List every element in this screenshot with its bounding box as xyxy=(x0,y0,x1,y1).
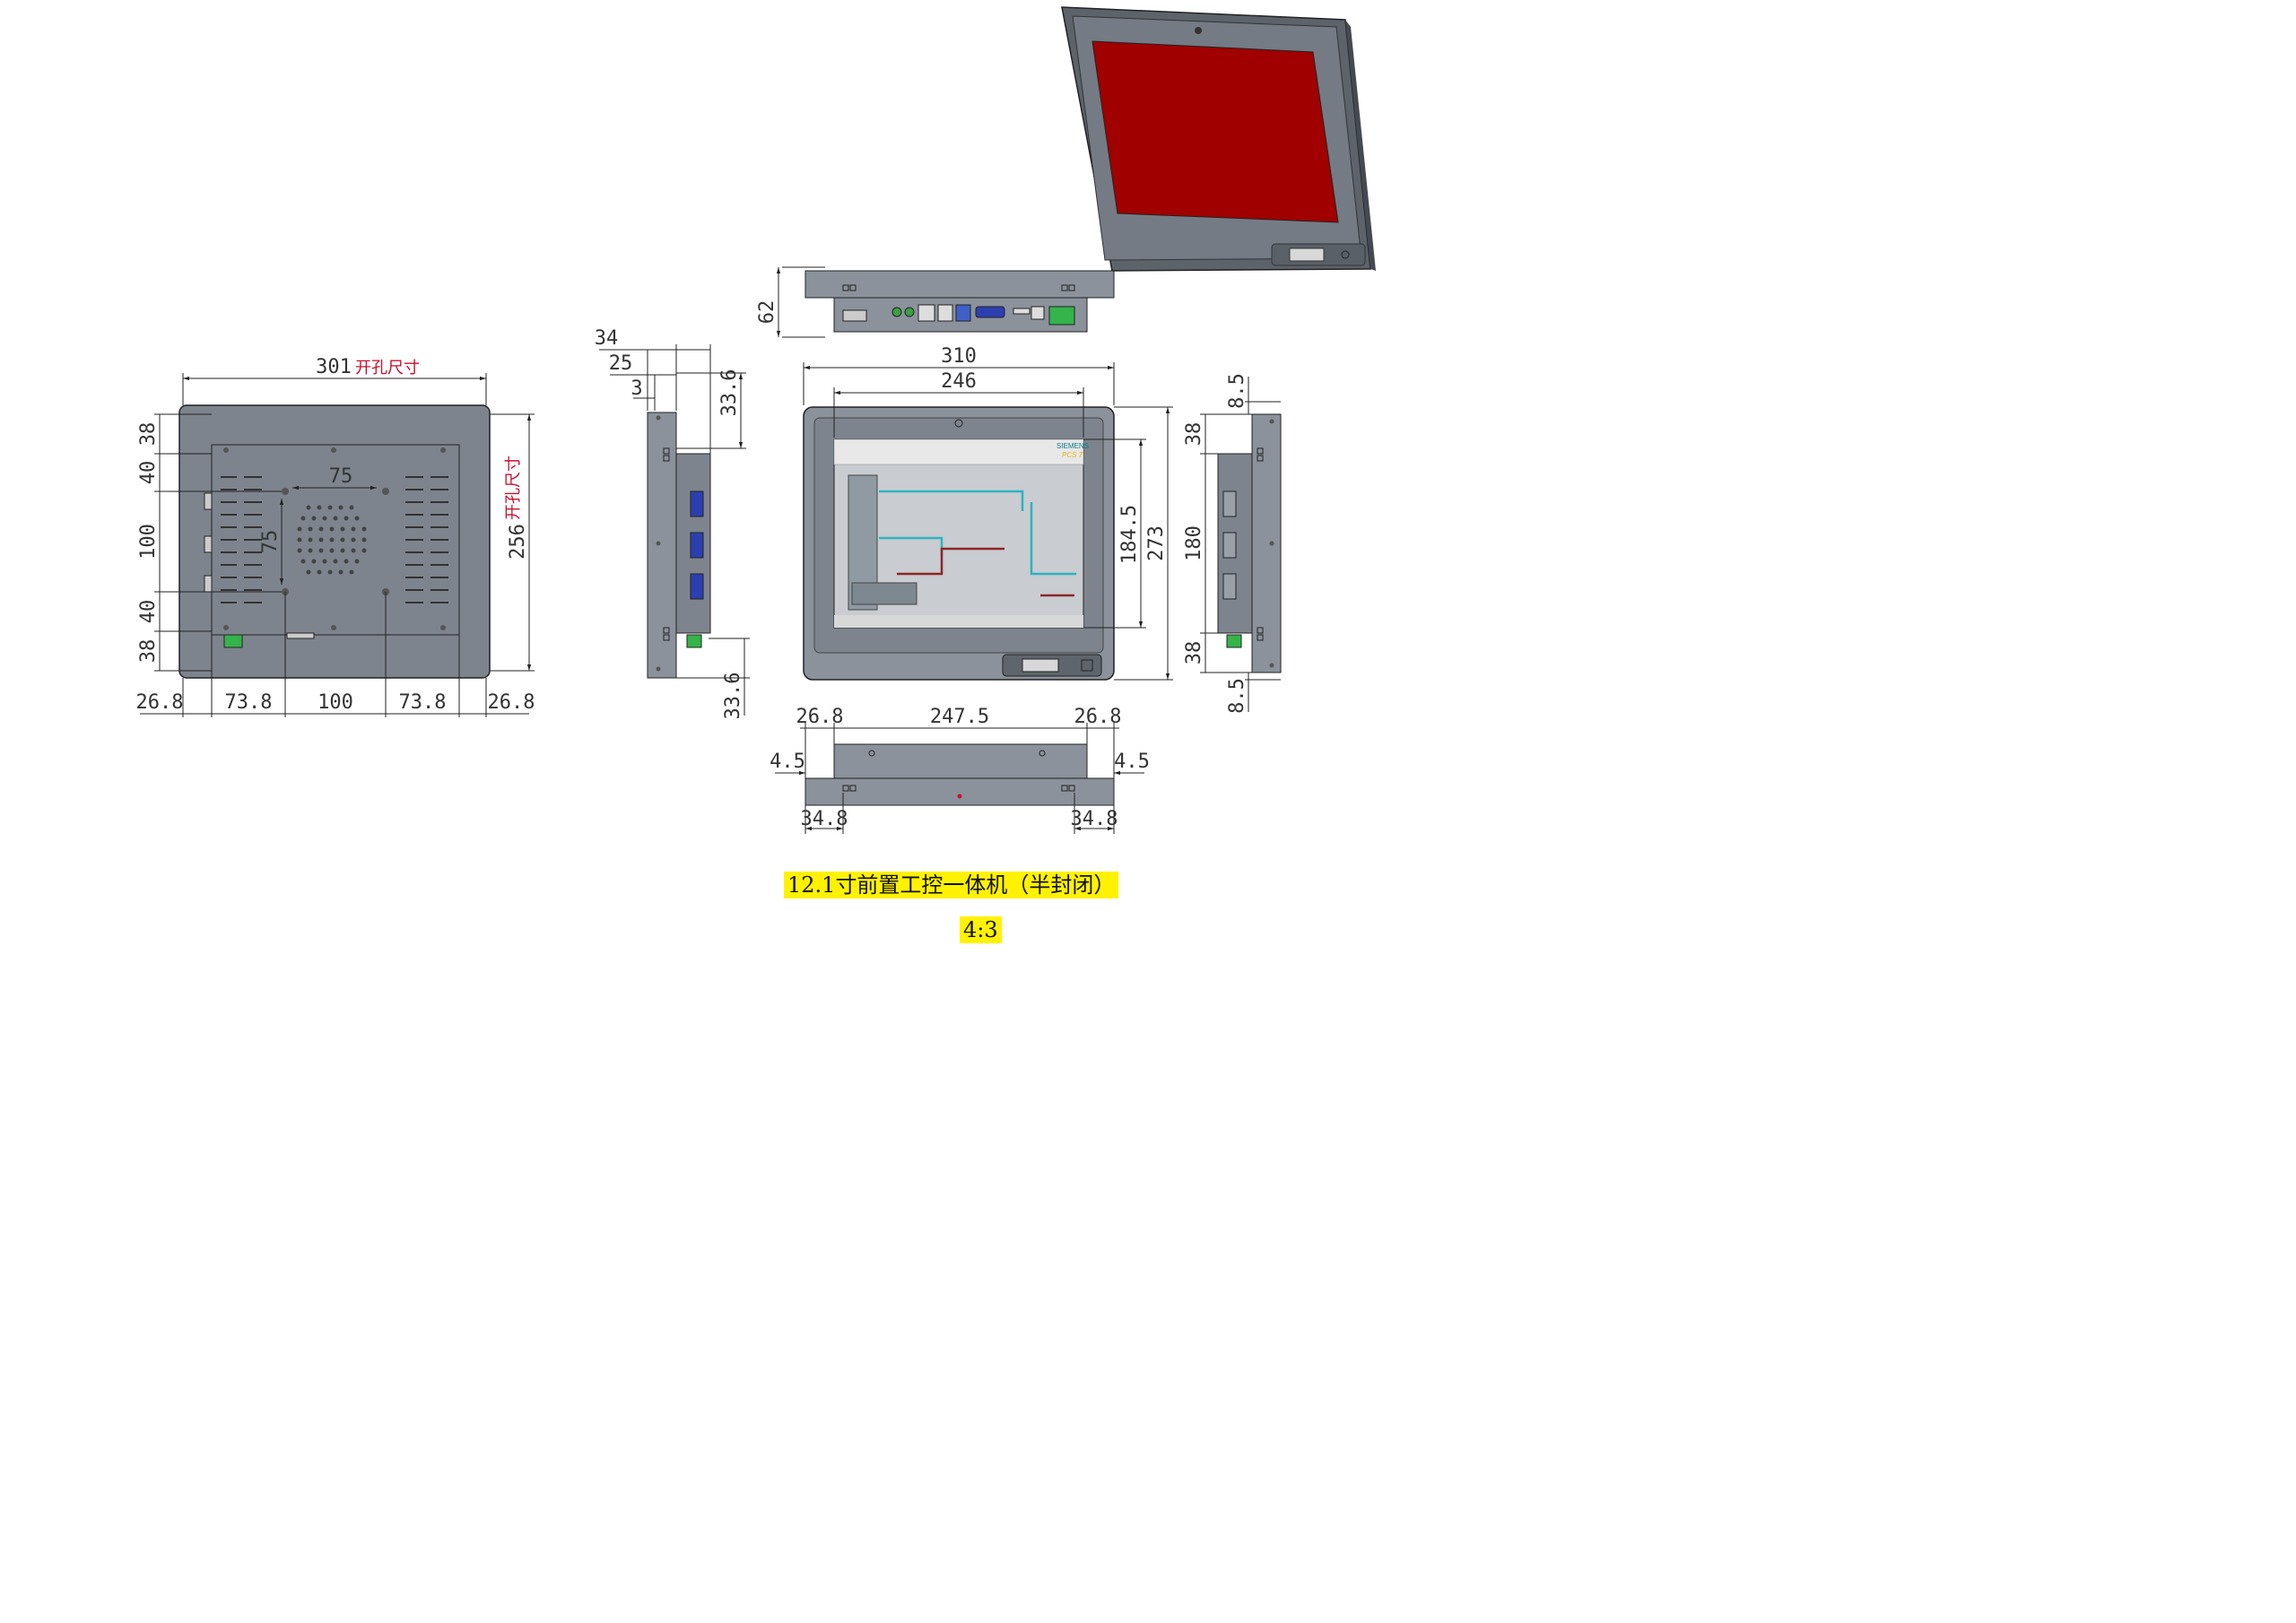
dim-246: 246 xyxy=(941,370,977,393)
dim-bottom-4: 26.8 xyxy=(488,691,535,714)
screen-brand: SIEMENS xyxy=(1057,442,1089,450)
dim-4-5-right: 4.5 xyxy=(1114,751,1150,773)
dim-75-v: 75 xyxy=(259,530,282,554)
dim-26-8-left: 26.8 xyxy=(796,706,844,728)
perspective-view xyxy=(1061,6,1376,272)
product-title: 12.1寸前置工控一体机（半封闭） xyxy=(784,872,1119,898)
dim-247-5: 247.5 xyxy=(930,706,989,728)
dim-left-2: 100 xyxy=(137,524,160,560)
dim-34-8-left: 34.8 xyxy=(801,808,848,830)
side-view-right: 8.5 38 180 38 8.5 xyxy=(1183,373,1282,714)
dim-8-5-bottom: 8.5 xyxy=(1226,678,1248,714)
dim-25: 25 xyxy=(609,352,633,375)
dim-left-3: 40 xyxy=(137,600,160,624)
dim-bottom-3: 73.8 xyxy=(399,691,447,714)
dim-34-8-right: 34.8 xyxy=(1071,808,1118,830)
front-view: SIEMENS PCS 7 310 246 184.5 273 xyxy=(803,345,1173,681)
dim-34: 34 xyxy=(595,327,619,350)
dim-301-cn: 开孔尺寸 xyxy=(355,359,420,378)
dim-38-top-right: 38 xyxy=(1183,422,1205,447)
screen-red-display xyxy=(1091,40,1339,223)
dim-left-4: 38 xyxy=(137,639,160,664)
dim-180: 180 xyxy=(1183,525,1205,561)
dim-75-h: 75 xyxy=(329,465,353,488)
dim-33-6-bottom: 33.6 xyxy=(722,673,744,720)
dim-38-bottom-right: 38 xyxy=(1183,641,1205,665)
side-view-left: 34 25 3 33.6 33.6 xyxy=(595,327,750,719)
dim-33-6-top: 33.6 xyxy=(718,369,741,417)
rear-view: 75 75 301 开孔尺寸 256 开孔尺寸 38 40 100 40 38 xyxy=(136,356,535,717)
dim-310: 310 xyxy=(941,345,977,368)
dim-left-0: 38 xyxy=(137,422,160,447)
bottom-view: 26.8 247.5 26.8 4.5 4.5 34.8 34.8 xyxy=(770,706,1150,834)
dim-256-cn: 开孔尺寸 xyxy=(504,456,523,520)
dim-bottom-2: 100 xyxy=(317,691,353,714)
screen-brand-sub: PCS 7 xyxy=(1062,451,1083,459)
dim-bottom-0: 26.8 xyxy=(136,691,184,714)
dim-62: 62 xyxy=(756,300,778,325)
dim-3: 3 xyxy=(631,378,642,400)
dim-8-5-top: 8.5 xyxy=(1226,373,1248,409)
dim-bottom-1: 73.8 xyxy=(225,691,273,714)
dim-273: 273 xyxy=(1145,525,1168,561)
aspect-ratio-label: 4:3 xyxy=(960,916,1002,943)
technical-drawing: 62 xyxy=(136,6,1376,834)
dim-26-8-right: 26.8 xyxy=(1074,706,1122,728)
dim-256: 256 xyxy=(507,524,529,560)
dim-left-1: 40 xyxy=(137,461,160,485)
top-view: 62 xyxy=(756,266,1115,338)
dim-301: 301 xyxy=(316,356,352,378)
dim-4-5-left: 4.5 xyxy=(770,751,805,773)
dim-184-5: 184.5 xyxy=(1118,505,1141,564)
